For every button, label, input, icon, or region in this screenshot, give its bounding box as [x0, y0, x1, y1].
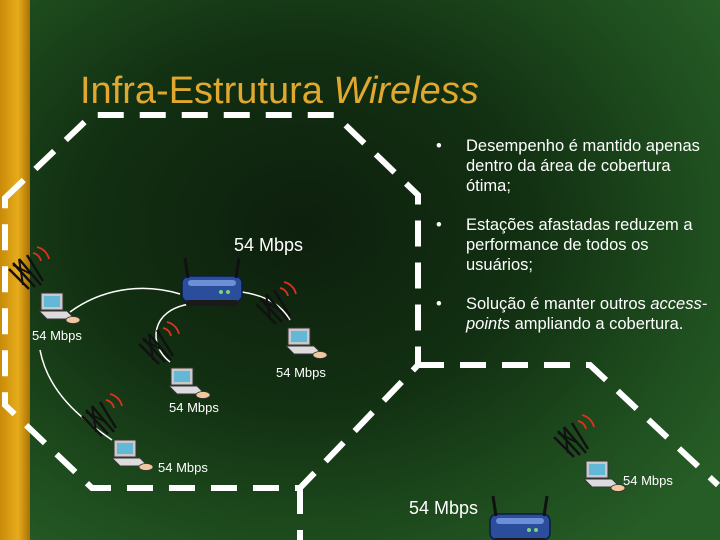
bullet-item: • Solução é manter outros access-points …: [436, 294, 718, 334]
rate-label-bottom-right: 54 Mbps: [623, 473, 673, 488]
bullet-list: • Desempenho é mantido apenas dentro da …: [436, 136, 718, 353]
bullet-text: Estações afastadas reduzem a performance…: [466, 216, 693, 274]
router-icon: [488, 494, 552, 540]
bullet-text: Desempenho é mantido apenas dentro da ár…: [466, 137, 700, 195]
slide-title: Infra-Estrutura Wireless: [80, 70, 479, 112]
bullet-item: • Desempenho é mantido apenas dentro da …: [436, 136, 718, 196]
laptop-icon: [80, 392, 155, 472]
rate-label-left: 54 Mbps: [32, 328, 82, 343]
rate-label-second-ap: 54 Mbps: [409, 498, 479, 518]
link-left: [69, 287, 181, 313]
rate-label-lower-left: 54 Mbps: [169, 400, 219, 415]
link-lower-left: [155, 303, 191, 363]
bullet-symbol: •: [436, 216, 442, 234]
link-bottom-left: [39, 349, 113, 441]
laptop-icon: [137, 320, 212, 400]
bullet-text: Solução é manter outros access-points am…: [466, 295, 708, 333]
bullet-item: • Estações afastadas reduzem a performan…: [436, 215, 718, 275]
rate-label-main: 54 Mbps: [234, 235, 304, 255]
rate-label-center: 54 Mbps: [276, 365, 326, 380]
laptop-icon: [552, 413, 627, 493]
router-icon: [180, 256, 244, 308]
rate-label-bottom-left: 54 Mbps: [158, 460, 208, 475]
laptop-icon: [254, 280, 329, 360]
bullet-symbol: •: [436, 295, 442, 313]
laptop-icon: [7, 245, 82, 325]
bullet-symbol: •: [436, 137, 442, 155]
coverage-cell-right: [297, 362, 720, 540]
